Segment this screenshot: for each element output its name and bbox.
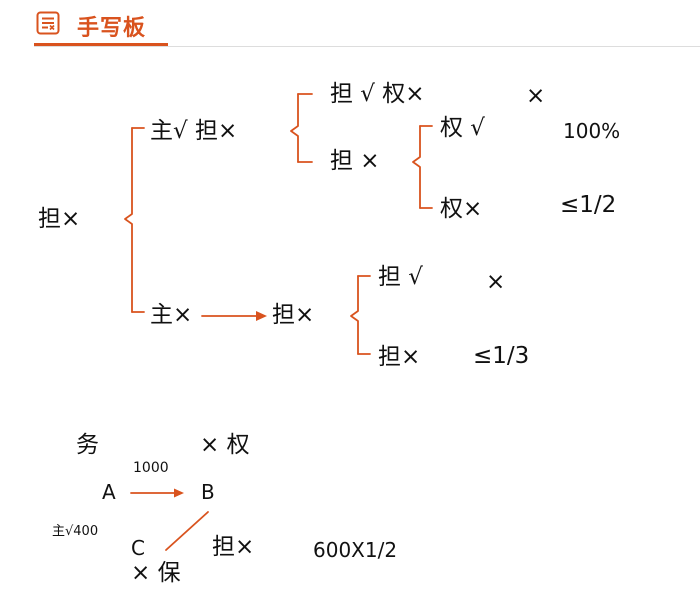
active-tab-underline <box>34 43 168 46</box>
arrow-branch-2-head <box>256 311 267 321</box>
brace-branch-1 <box>290 93 299 163</box>
sketch-calc: 600X1/2 <box>313 538 398 562</box>
slash-c-to-b <box>165 511 209 551</box>
brace-root <box>124 127 133 313</box>
brace-branch-2 <box>350 275 359 355</box>
arrow-a-to-b-head <box>174 488 184 498</box>
root-label: 担× <box>38 206 81 232</box>
sketch-wu: 务 <box>76 432 99 458</box>
sketch-dan: 担× <box>212 534 255 560</box>
branch-1a-result: × <box>526 83 546 109</box>
branch-2-label: 主× <box>150 302 193 328</box>
sketch-zhu-note: 主√400 <box>52 524 99 539</box>
sketch-quan: × 权 <box>200 432 250 458</box>
sketch-amount: 1000 <box>133 460 169 476</box>
leaf-2b-label: 担× <box>378 344 421 370</box>
branch-2-next-label: 担× <box>272 302 315 328</box>
sketch-node-c: C <box>131 536 145 560</box>
header-bar: 手写板 <box>0 0 700 48</box>
notepad-icon[interactable] <box>36 11 60 35</box>
branch-1b-label: 担 × <box>330 148 380 174</box>
header-divider <box>34 46 700 47</box>
page-title: 手写板 <box>77 15 147 41</box>
brace-branch-1b <box>412 125 421 209</box>
leaf-2b-result: ≤1/3 <box>473 343 530 369</box>
leaf-2a-result: × <box>486 269 506 295</box>
leaf-1b1-result: 100% <box>563 119 621 143</box>
sketch-node-a: A <box>102 480 116 504</box>
branch-1-label: 主√ 担× <box>150 118 238 144</box>
leaf-1b1-label: 权 √ <box>440 115 485 141</box>
leaf-1b2-result: ≤1/2 <box>560 192 617 218</box>
sketch-bao: × 保 <box>131 560 181 586</box>
sketch-node-b: B <box>201 480 215 504</box>
branch-1a-label: 担 √ 权× <box>330 81 425 107</box>
leaf-2a-label: 担 √ <box>378 264 423 290</box>
leaf-1b2-label: 权× <box>440 196 483 222</box>
